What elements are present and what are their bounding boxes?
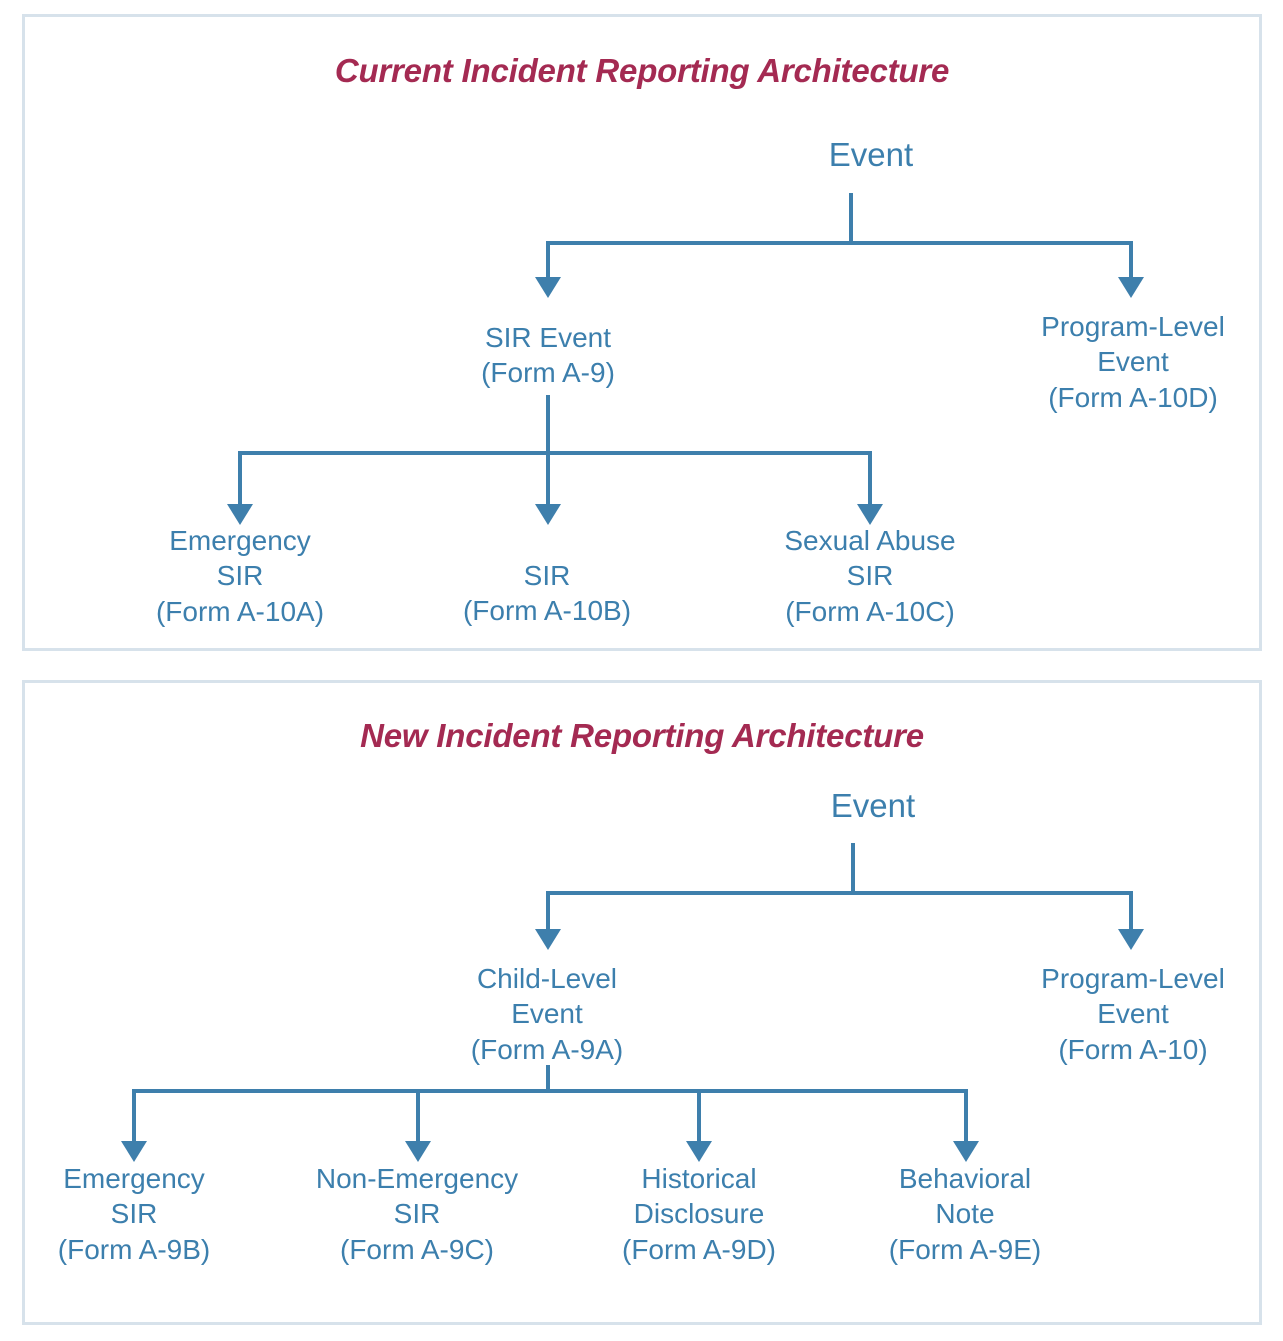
arrowhead-new-child-level [535,929,561,950]
node-new-historical-disclosure: Historical Disclosure (Form A-9D) [622,1163,776,1265]
node-new-program-level-event: Program-Level Event (Form A-10) [1041,963,1225,1065]
node-current-sir-event: SIR Event (Form A-9) [481,322,615,389]
connector-new-drop-program-level [1129,891,1133,933]
connector-current-drop-sexual-abuse-sir [868,451,872,508]
arrowhead-current-sexual-abuse-sir [857,504,883,525]
connector-current-drop-sir-event [546,241,550,281]
arrowhead-current-sir-event [535,277,561,298]
connector-new-level2-bus [132,1089,968,1093]
arrowhead-new-historical-disclosure [686,1141,712,1162]
connector-current-drop-program-level [1129,241,1133,281]
connector-new-drop-historical-disclosure [697,1089,701,1145]
node-current-sexual-abuse-sir: Sexual Abuse SIR (Form A-10C) [784,525,956,627]
node-new-emergency-sir: Emergency SIR (Form A-9B) [57,1163,211,1265]
node-current-event: Event [828,136,914,173]
panel-current-architecture: Current Incident Reporting Architecture … [22,14,1262,651]
connector-current-level1-bus [546,241,1133,245]
connector-current-drop-emergency-sir [238,451,242,508]
connector-current-level2-bus [238,451,872,455]
connector-new-drop-non-emergency-sir [416,1089,420,1145]
arrowhead-new-program-level [1118,929,1144,950]
node-new-event: Event [830,787,916,824]
node-new-child-level-event: Child-Level Event (Form A-9A) [470,963,624,1065]
arrowhead-current-program-level [1118,277,1144,298]
arrowhead-new-non-emergency-sir [405,1141,431,1162]
connector-current-root-stem [849,193,853,245]
connector-new-level1-bus [546,891,1133,895]
node-current-program-level-event: Program-Level Event (Form A-10D) [1041,311,1225,413]
connector-new-drop-emergency-sir [132,1089,136,1145]
connector-new-drop-behavioral-note [964,1089,968,1145]
node-new-behavioral-note: Behavioral Note (Form A-9E) [888,1163,1042,1265]
panel-new-title: New Incident Reporting Architecture [360,717,924,754]
connector-new-child-level-stem [546,1065,550,1093]
panel-new-architecture: New Incident Reporting Architecture Even… [22,680,1262,1325]
arrowhead-current-sir [535,504,561,525]
node-new-non-emergency-sir: Non-Emergency SIR (Form A-9C) [315,1163,519,1265]
connector-new-root-stem [851,843,855,895]
arrowhead-new-emergency-sir [121,1141,147,1162]
arrowhead-new-behavioral-note [953,1141,979,1162]
node-current-emergency-sir: Emergency SIR (Form A-10A) [155,525,325,627]
panel-current-title: Current Incident Reporting Architecture [334,52,950,89]
arrowhead-current-emergency-sir [227,504,253,525]
connector-new-drop-child-level [546,891,550,933]
node-current-sir: SIR (Form A-10B) [462,560,632,627]
